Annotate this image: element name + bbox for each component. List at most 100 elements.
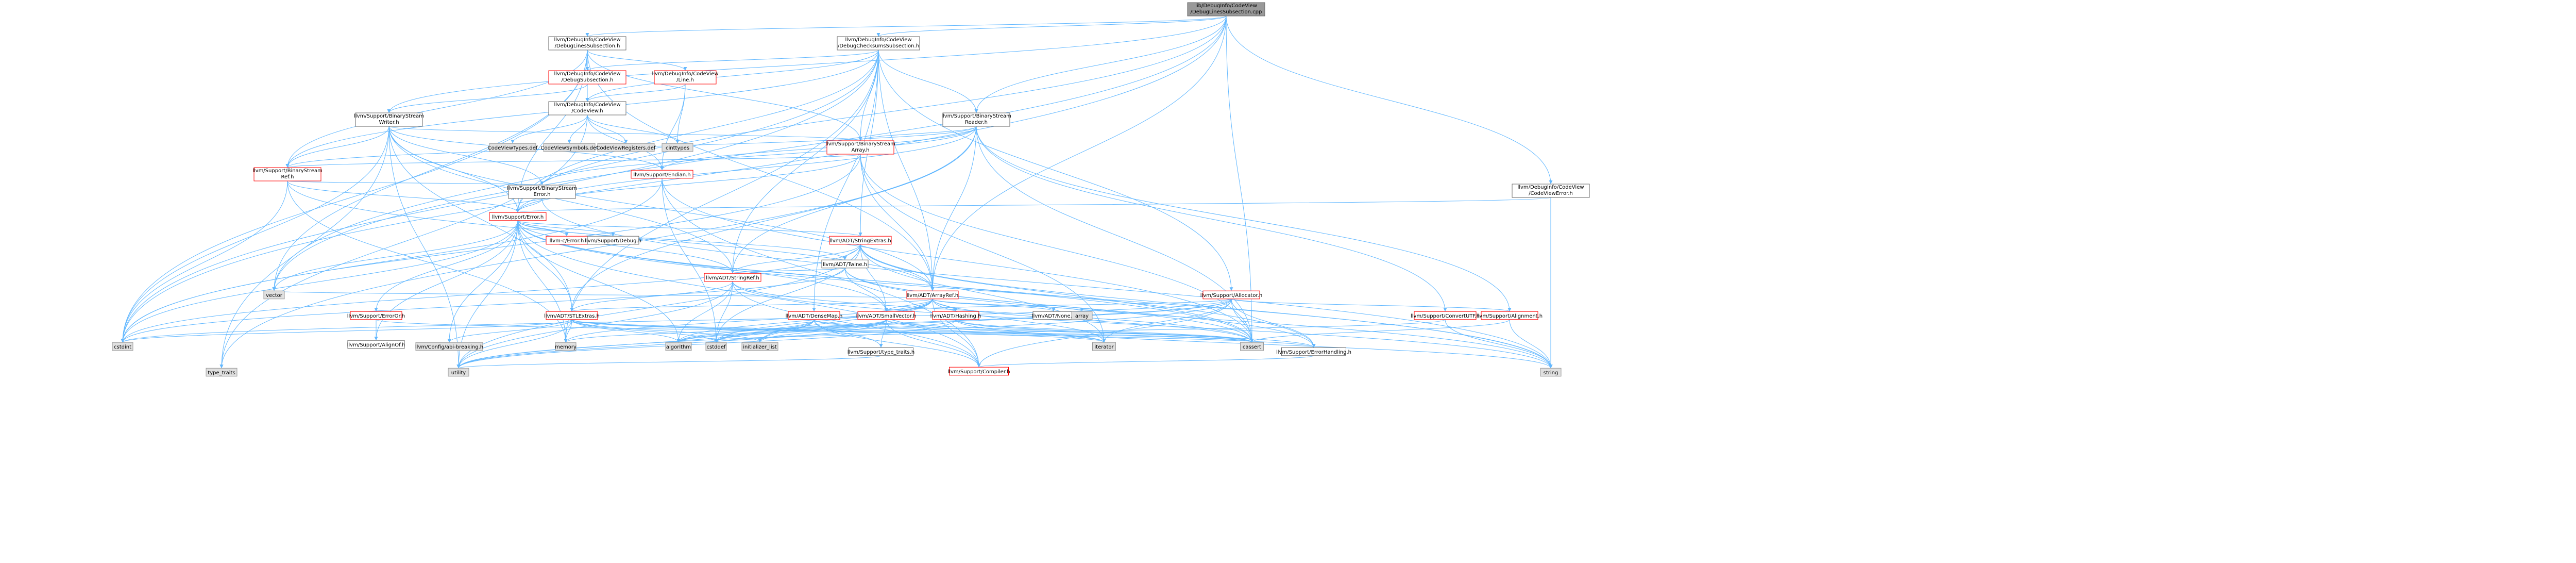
dependency-edge	[732, 281, 1254, 343]
graph-node-debug-h[interactable]: llvm/Support/Debug.h	[585, 236, 641, 245]
node-label: string	[1544, 370, 1558, 376]
dependency-edge	[932, 299, 1106, 343]
dependency-edge	[570, 281, 733, 312]
dependency-edge	[878, 49, 1233, 291]
dependency-edge	[517, 220, 568, 343]
node-label: llvm/Support/type_traits.h	[848, 350, 914, 355]
node-box	[1414, 311, 1477, 320]
graph-node-root[interactable]: lib/DebugInfo/CodeView/DebugLinesSubsect…	[1187, 2, 1265, 16]
node-label: llvm/DebugInfo/CodeView	[554, 102, 620, 108]
dependency-edge	[587, 114, 664, 171]
dependency-edge	[517, 220, 862, 237]
dependency-edge	[587, 114, 680, 144]
node-box	[857, 311, 915, 320]
node-label: Writer.h	[379, 120, 399, 125]
graph-node-typetraits-l[interactable]: llvm/Support/type_traits.h	[848, 347, 914, 356]
dependency-edge	[731, 268, 845, 274]
dependency-edge	[567, 114, 588, 144]
node-label: llvm/ADT/Twine.h	[823, 262, 867, 268]
graph-node-error-h[interactable]: llvm/Support/Error.h	[489, 212, 547, 221]
node-box	[906, 290, 959, 300]
node-box	[548, 70, 626, 85]
dependency-edge	[121, 268, 845, 343]
graph-node-errhandling[interactable]: llvm/Support/ErrorHandling.h	[1276, 347, 1351, 356]
node-layer: lib/DebugInfo/CodeView/DebugLinesSubsect…	[112, 2, 1590, 377]
dependency-edge	[272, 220, 518, 291]
dependency-edge	[585, 15, 1227, 37]
dependency-edge	[121, 15, 1227, 343]
graph-node-cassert: cassert	[1240, 342, 1264, 351]
node-box	[489, 143, 536, 152]
graph-node-dls-h[interactable]: llvm/DebugInfo/CodeView/DebugLinesSubsec…	[548, 36, 626, 51]
node-label: llvm/ADT/ArrayRef.h	[907, 293, 959, 299]
graph-node-cv-h[interactable]: llvm/DebugInfo/CodeView/CodeView.h	[548, 101, 626, 115]
node-box	[1092, 342, 1116, 351]
graph-node-stlext[interactable]: llvm/ADT/STLExtras.h	[544, 311, 600, 320]
node-label: llvm/Support/Error.h	[492, 214, 544, 220]
node-label: llvm/DebugInfo/CodeView	[554, 37, 620, 43]
graph-node-smallvec[interactable]: llvm/ADT/SmallVector.h	[856, 311, 917, 320]
dependency-edge	[517, 220, 574, 312]
node-box	[548, 101, 626, 115]
dependency-edge	[932, 299, 1084, 312]
graph-node-dcs-h[interactable]: llvm/DebugInfo/CodeView/DebugChecksumsSu…	[837, 36, 920, 51]
node-label: array	[1075, 313, 1089, 319]
dependency-edge	[388, 126, 574, 312]
dependency-edge	[758, 299, 933, 343]
dependency-edge	[731, 126, 977, 274]
dependency-edge	[884, 299, 1232, 312]
dependency-edge	[812, 49, 879, 312]
graph-node-alignof[interactable]: llvm/Support/AlignOf.h	[347, 340, 405, 349]
graph-node-arrref[interactable]: llvm/ADT/ArrayRef.h	[906, 290, 959, 300]
node-box	[837, 36, 920, 51]
graph-node-compiler[interactable]: llvm/Support/Compiler.h	[947, 367, 1010, 376]
graph-node-cerror[interactable]: llvm-c/Error.h	[546, 236, 588, 245]
dependency-edge	[447, 319, 572, 343]
dependency-edge	[387, 15, 1227, 113]
node-box	[355, 112, 423, 127]
dependency-edge	[511, 114, 588, 144]
graph-node-cve-h[interactable]: llvm/DebugInfo/CodeView/CodeViewError.h	[1512, 184, 1590, 198]
dependency-edge	[1226, 15, 1553, 185]
dependency-edge	[675, 84, 686, 144]
node-label: cstddef	[707, 344, 726, 350]
node-box	[263, 290, 285, 300]
graph-node-align[interactable]: llvm/Support/Alignment.h	[1477, 311, 1543, 320]
dependency-edge	[571, 319, 1106, 343]
node-label: llvm/DebugInfo/CodeView	[652, 71, 718, 77]
graph-node-ds-h[interactable]: llvm/DebugInfo/CodeView/DebugSubsection.…	[548, 70, 626, 85]
dependency-edge	[676, 319, 815, 343]
graph-node-cvsym: CodeViewSymbols.def	[541, 143, 598, 152]
node-box	[347, 340, 405, 349]
graph-node-twine[interactable]: llvm/ADT/Twine.h	[821, 259, 869, 269]
dependency-edge	[121, 126, 389, 343]
node-label: llvm/Support/BinaryStream	[354, 113, 424, 119]
dependency-edge	[287, 180, 520, 213]
dependency-edge	[517, 220, 847, 260]
node-label: cassert	[1243, 344, 1261, 350]
graph-node-memory: memory	[555, 342, 577, 351]
graph-node-erroror[interactable]: llvm/Support/ErrorOr.h	[347, 311, 405, 320]
graph-node-densemap[interactable]: llvm/ADT/DenseMap.h	[786, 311, 843, 320]
dependency-edge	[587, 114, 628, 144]
node-label: llvm/Support/Debug.h	[585, 238, 641, 244]
node-label: llvm/Support/ErrorOr.h	[347, 313, 405, 319]
graph-node-strref[interactable]: llvm/ADT/StringRef.h	[704, 273, 761, 282]
dependency-edge	[121, 319, 572, 343]
node-box	[662, 143, 693, 152]
graph-node-convutf[interactable]: llvm/Support/ConvertUTF.h	[1411, 311, 1480, 320]
dependency-edge	[517, 220, 735, 274]
graph-node-endian-h[interactable]: llvm/Support/Endian.h	[631, 170, 693, 179]
graph-node-alloc[interactable]: llvm/Support/Allocator.h	[1200, 290, 1262, 300]
graph-node-cstdint: cstdint	[112, 342, 133, 351]
dependency-edge	[388, 126, 862, 141]
graph-node-line-h[interactable]: llvm/DebugInfo/CodeView/Line.h	[652, 70, 719, 85]
graph-node-hashing[interactable]: llvm/ADT/Hashing.h	[930, 311, 981, 320]
graph-node-none[interactable]: llvm/ADT/None.h	[1032, 311, 1075, 320]
graph-node-strext[interactable]: llvm/ADT/StringExtras.h	[829, 236, 892, 245]
